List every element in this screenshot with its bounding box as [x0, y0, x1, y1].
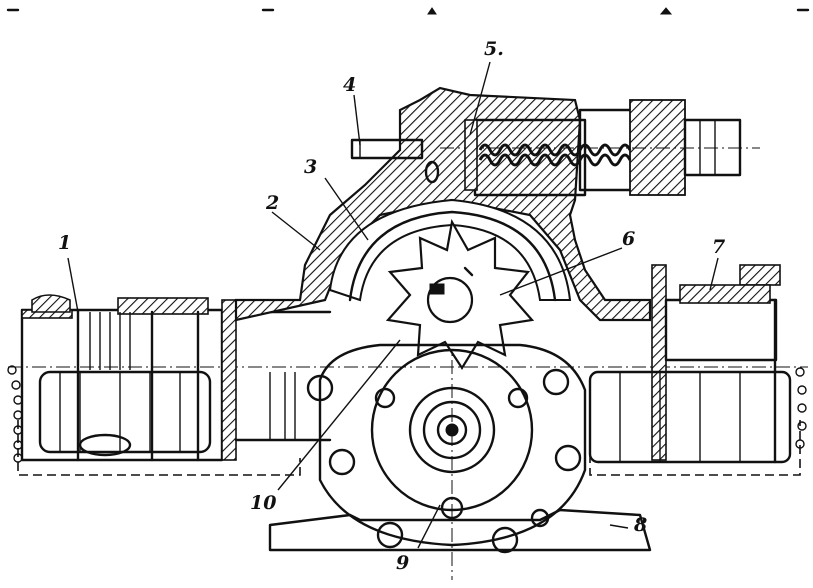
right-shaft-assembly — [588, 264, 792, 464]
mounting-base — [268, 508, 652, 552]
callout-7: 7 — [712, 236, 726, 258]
callout-3: 3 — [304, 156, 318, 178]
scan-marks — [6, 7, 810, 15]
callout-6: 6 — [622, 228, 636, 250]
callout-2: 2 — [266, 192, 280, 214]
leader-lines — [67, 61, 719, 549]
callout-5: 5. — [484, 38, 504, 60]
right-chain — [795, 367, 807, 449]
bolts — [306, 368, 582, 554]
left-shaft-assembly — [20, 294, 332, 462]
callout-1: 1 — [58, 232, 72, 254]
callout-9: 9 — [396, 552, 410, 574]
spring-adjuster-assembly — [440, 99, 760, 197]
left-chain — [7, 365, 23, 463]
callout-10: 10 — [250, 492, 277, 514]
callout-8: 8 — [634, 514, 648, 536]
star-wheel — [385, 218, 535, 371]
callout-4: 4 — [343, 74, 357, 96]
